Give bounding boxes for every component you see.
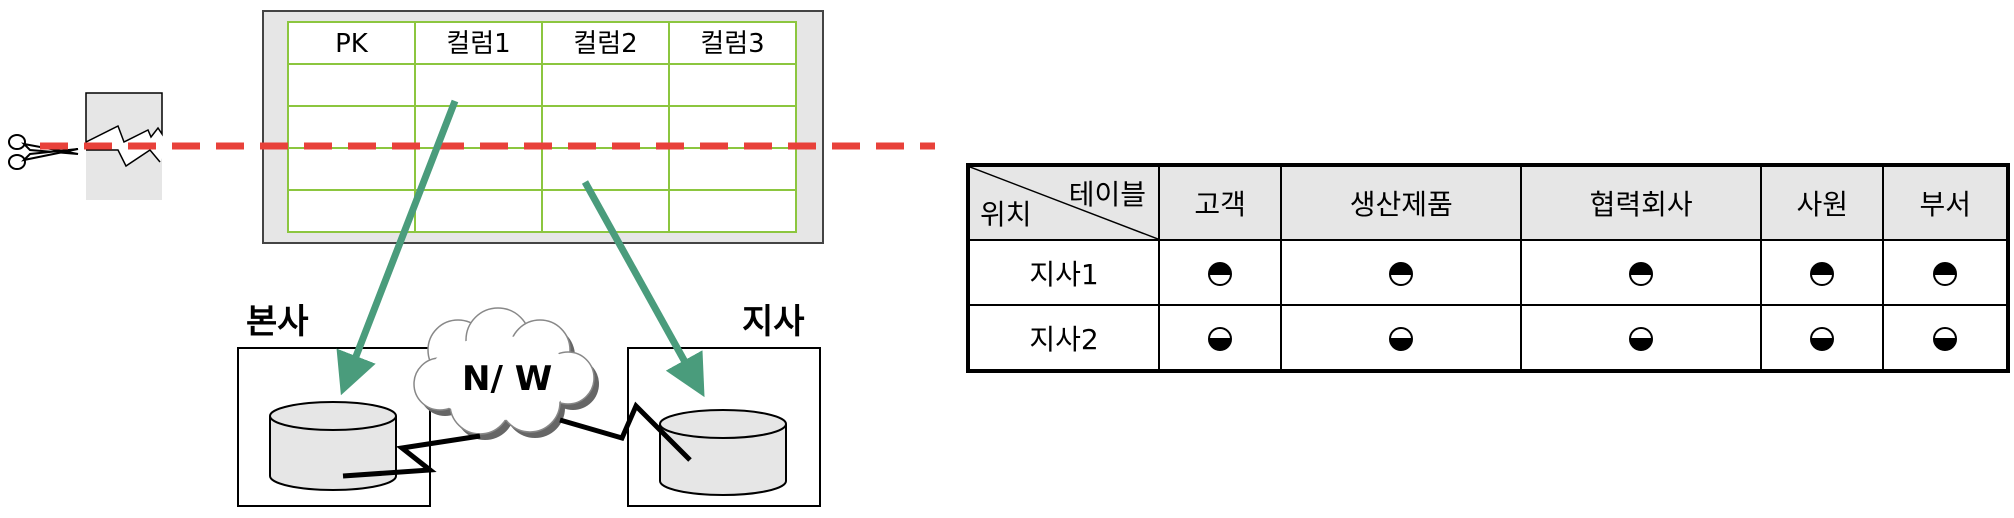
matrix-cell: [1760, 304, 1885, 372]
matrix-cell: [1760, 239, 1885, 306]
matrix-cell: [1280, 304, 1523, 372]
matrix-cell: [1157, 239, 1283, 306]
branch-site-label: 지사: [742, 302, 805, 342]
arrow-to-hq: [336, 99, 459, 396]
top-half-icon: [1208, 262, 1233, 286]
source-table-header-cell: 컬럼1: [446, 29, 510, 59]
matrix-row-label: 지사2: [967, 304, 1160, 372]
matrix-cell: [1520, 239, 1763, 306]
source-table-header-cell: 컬럼3: [700, 29, 764, 59]
matrix-row: 지사1: [967, 239, 2009, 306]
matrix-cell: [1157, 304, 1283, 372]
bottom-half-icon: [1629, 327, 1654, 351]
source-table-header-cell: PK: [335, 29, 369, 59]
bottom-half-icon: [1208, 327, 1233, 351]
matrix-column-header: 고객: [1157, 164, 1283, 241]
matrix-row-label: 지사1: [967, 239, 1160, 306]
top-half-icon: [1389, 262, 1414, 286]
matrix-column-header: 생산제품: [1280, 164, 1523, 241]
source-table-header-cell: 컬럼2: [573, 29, 637, 59]
arrow-to-branch: [581, 180, 705, 398]
matrix-corner-cell: 테이블 위치: [967, 164, 1160, 241]
top-half-icon: [1629, 262, 1654, 286]
matrix-cell: [1280, 239, 1523, 306]
scissors-icon: [8, 134, 79, 170]
corner-top-label: 테이블: [1068, 178, 1146, 211]
torn-paper-icon: [85, 92, 163, 200]
branch-database-icon: [659, 409, 787, 496]
bottom-half-icon: [1389, 327, 1414, 351]
top-half-icon: [1933, 262, 1958, 286]
hq-site-label: 본사: [246, 302, 309, 342]
matrix-column-header: 사원: [1760, 164, 1885, 241]
top-half-icon: [1810, 262, 1835, 286]
matrix-row: 지사2: [967, 304, 2009, 372]
network-cloud-icon: [413, 307, 599, 440]
bottom-half-icon: [1810, 327, 1835, 351]
hq-network-link: [342, 433, 481, 479]
network-label: N/ W: [462, 359, 552, 399]
bottom-half-icon: [1933, 327, 1958, 351]
fragmentation-diagram: PK 컬럼1 컬럼2 컬럼3 본사 지사 N/ W: [8, 10, 935, 507]
hq-database-icon: [269, 401, 397, 491]
corner-bottom-label: 위치: [980, 198, 1032, 231]
matrix-cell: [1520, 304, 1763, 372]
source-table: PK 컬럼1 컬럼2 컬럼3: [287, 21, 797, 233]
matrix-column-header: 부서: [1882, 164, 2009, 241]
matrix-cell: [1882, 239, 2009, 306]
matrix-cell: [1882, 304, 2009, 372]
matrix-column-header: 협력회사: [1520, 164, 1763, 241]
branch-network-link: [559, 401, 692, 462]
